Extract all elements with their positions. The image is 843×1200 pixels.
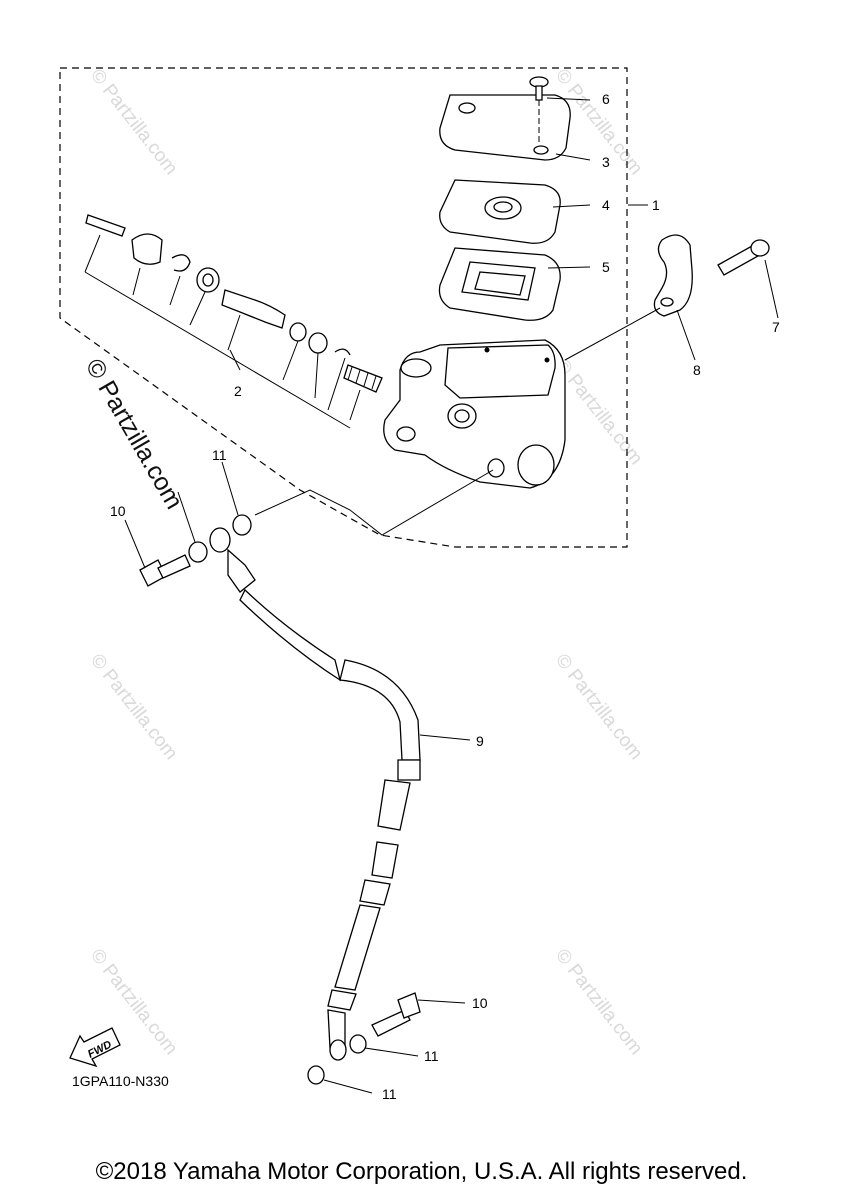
leader-kit bbox=[84, 234, 361, 429]
clamp-bolt bbox=[717, 239, 770, 276]
callout-9: 9 bbox=[476, 733, 484, 749]
watermark-5: © Partzilla.com bbox=[551, 650, 646, 764]
piston-kit bbox=[85, 214, 383, 393]
washer-upper-2 bbox=[232, 514, 252, 536]
callout-6: 6 bbox=[602, 91, 610, 107]
callout-10-lower: 10 bbox=[472, 995, 488, 1011]
diaphragm-plate bbox=[439, 179, 561, 244]
banjo-bolt-upper bbox=[139, 554, 191, 587]
callout-8: 8 bbox=[693, 362, 701, 378]
callout-11-lower-b: 11 bbox=[382, 1086, 397, 1102]
banjo-bolt-lower bbox=[371, 992, 421, 1037]
callout-11-lower-a: 11 bbox=[424, 1048, 439, 1064]
callout-5: 5 bbox=[602, 259, 610, 275]
brake-hose bbox=[209, 527, 421, 1061]
leader-connection bbox=[254, 469, 494, 536]
diaphragm bbox=[438, 247, 561, 321]
washer-lower-1 bbox=[349, 1034, 367, 1054]
callout-3: 3 bbox=[602, 154, 610, 170]
callout-11-upper-a: 11 bbox=[212, 447, 227, 463]
cap-screw bbox=[529, 76, 549, 145]
handlebar-clamp bbox=[653, 234, 693, 317]
watermark-1: © Partzilla.com bbox=[86, 65, 181, 179]
watermark-4: © Partzilla.com bbox=[86, 650, 181, 764]
callout-10-upper: 10 bbox=[110, 503, 126, 519]
reservoir-cap bbox=[439, 94, 571, 161]
callout-4: 4 bbox=[602, 197, 610, 213]
watermark-7: © Partzilla.com bbox=[551, 945, 646, 1059]
washer-lower-2 bbox=[307, 1065, 325, 1085]
watermark-large: © Partzilla.com bbox=[80, 354, 188, 514]
diagram-code: 1GPA110-N330 bbox=[72, 1073, 169, 1089]
callout-2: 2 bbox=[234, 383, 242, 399]
fwd-arrow-icon: FWD bbox=[69, 1027, 121, 1068]
washer-upper-1 bbox=[188, 541, 208, 563]
callout-7: 7 bbox=[772, 319, 780, 335]
callout-leaders bbox=[124, 97, 779, 1094]
master-cylinder-body bbox=[383, 339, 566, 489]
copyright-footer: ©2018 Yamaha Motor Corporation, U.S.A. A… bbox=[95, 1158, 748, 1185]
callout-1: 1 bbox=[652, 197, 660, 213]
